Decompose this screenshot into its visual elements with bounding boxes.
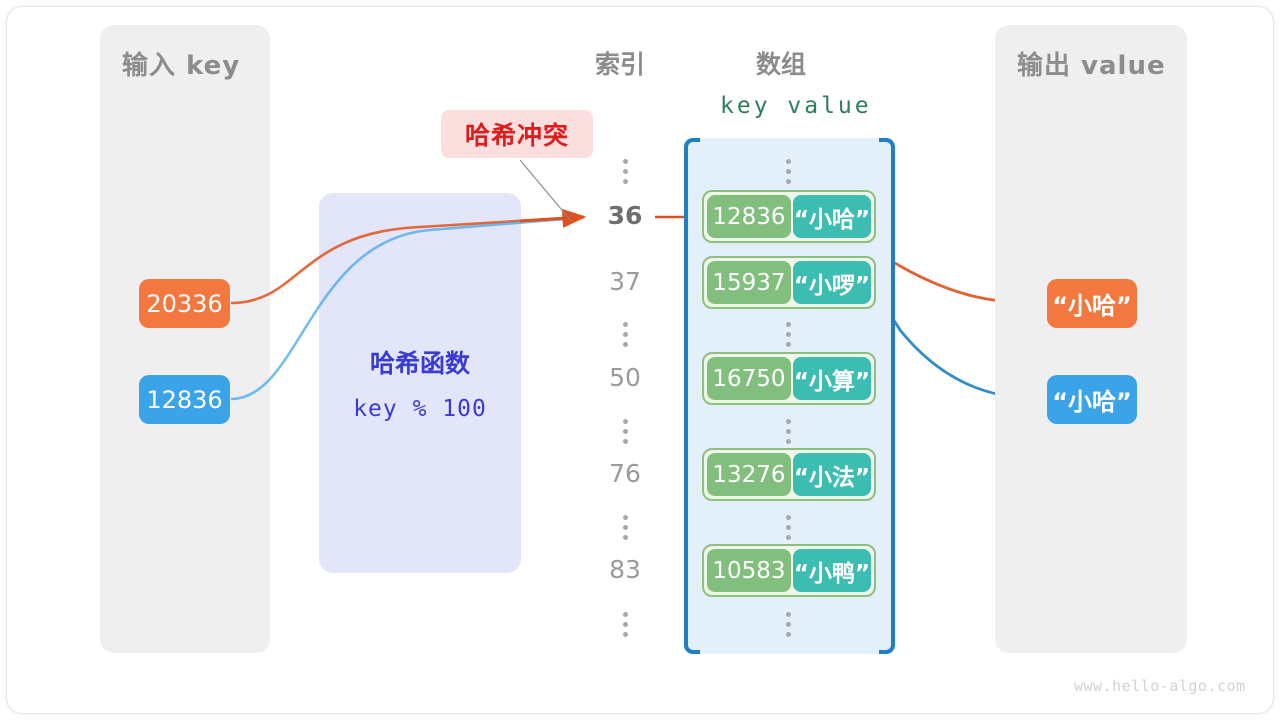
index-ellipsis (590, 159, 660, 189)
bucket-key: 10583 (707, 549, 791, 592)
key-value-header: key value (720, 93, 872, 119)
bucket-entry: 10583“小鸭” (702, 544, 876, 597)
output-value-label: “小哈” (1052, 292, 1132, 320)
input-key-panel-title: 输入 key (122, 51, 241, 81)
input-key-panel (100, 25, 270, 653)
watermark: www.hello-algo.com (1074, 677, 1246, 695)
index-column-header: 索引 (595, 50, 646, 79)
bucket-key: 15937 (707, 261, 791, 304)
hash-function-expression: key % 100 (353, 396, 487, 422)
output-value-panel-title: 输出 value (1017, 51, 1166, 81)
bucket-key: 16750 (707, 357, 791, 400)
bucket-value: “小算” (792, 357, 871, 400)
index-label-37: 37 (609, 267, 641, 296)
input-key-label: 20336 (146, 289, 223, 318)
hash-function-box: 哈希函数 key % 100 (319, 193, 521, 573)
array-ellipsis (753, 612, 823, 642)
bucket-key: 13276 (707, 453, 791, 496)
output-value-panel (995, 25, 1187, 653)
index-label-50: 50 (609, 363, 641, 392)
bucket-entry: 16750“小算” (702, 352, 876, 405)
bucket-value: “小啰” (792, 261, 871, 304)
array-ellipsis (753, 515, 823, 545)
array-ellipsis (753, 419, 823, 449)
input-key-pill-0: 20336 (139, 279, 230, 328)
output-value-label: “小哈” (1052, 388, 1132, 416)
output-value-pill-1: “小哈” (1047, 375, 1137, 424)
array-bracket-right (879, 138, 895, 654)
index-label-36: 36 (607, 201, 643, 230)
array-column-header: 数组 (756, 50, 807, 79)
bucket-entry: 15937“小啰” (702, 256, 876, 309)
index-ellipsis (590, 322, 660, 352)
array-ellipsis (753, 322, 823, 352)
hash-function-title: 哈希函数 (369, 349, 470, 378)
bucket-entry: 12836“小哈” (702, 190, 876, 243)
index-label-76: 76 (609, 459, 641, 488)
bucket-value: “小哈” (792, 195, 871, 238)
bucket-value: “小法” (792, 453, 871, 496)
bucket-entry: 13276“小法” (702, 448, 876, 501)
index-ellipsis (590, 515, 660, 545)
index-label-83: 83 (609, 555, 641, 584)
bucket-value: “小鸭” (792, 549, 871, 592)
input-key-pill-1: 12836 (139, 375, 230, 424)
hash-collision-label: 哈希冲突 (464, 121, 569, 150)
array-ellipsis (753, 159, 823, 189)
hash-collision-callout: 哈希冲突 (441, 110, 593, 158)
bucket-key: 12836 (707, 195, 791, 238)
array-bracket-left (684, 138, 700, 654)
index-ellipsis (590, 612, 660, 642)
input-key-label: 12836 (146, 385, 223, 414)
index-ellipsis (590, 419, 660, 449)
output-value-pill-0: “小哈” (1047, 279, 1137, 328)
